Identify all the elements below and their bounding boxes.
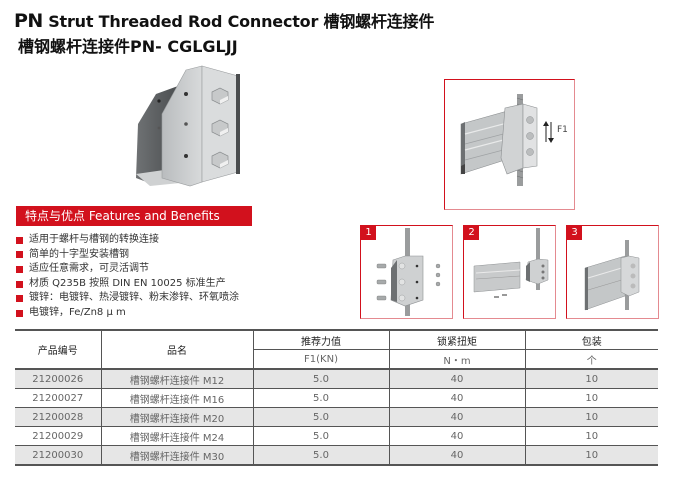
- cell-name: 槽钢螺杆连接件 M30: [100, 445, 253, 466]
- subtitle-cn: 槽钢螺杆连接件: [18, 37, 131, 56]
- feature-item: 适用于螺杆与槽钢的转换连接: [16, 233, 239, 248]
- page-subtitle: 槽钢螺杆连接件PN- CGLGLJJ: [18, 33, 238, 57]
- brand-prefix: PN: [14, 10, 43, 32]
- cell-torque: 40: [388, 388, 525, 408]
- cell-force: 5.0: [252, 445, 389, 466]
- unit-package: 个: [524, 349, 658, 370]
- bullet-square-icon: [16, 251, 23, 259]
- cell-code: 21200029: [15, 426, 101, 446]
- cell-code: 21200026: [15, 369, 101, 389]
- bullet-square-icon: [16, 309, 23, 317]
- feature-item: 简单的十字型安装槽钢: [16, 248, 239, 263]
- header-package: 包装: [524, 329, 658, 350]
- cell-code: 21200027: [15, 388, 101, 408]
- step-1-image: 1: [360, 225, 453, 319]
- features-list: 适用于螺杆与槽钢的转换连接 简单的十字型安装槽钢 适应任意需求，可灵活调节 材质…: [16, 233, 239, 321]
- title-en: Strut Threaded Rod Connector: [48, 12, 319, 31]
- table-row: 21200029 槽钢螺杆连接件 M24 5.0 40 10: [15, 426, 658, 446]
- table-row: 21200028 槽钢螺杆连接件 M20 5.0 40 10: [15, 407, 658, 427]
- cell-package: 10: [524, 426, 658, 446]
- table-units-row: F1(KN) N・m 个: [15, 349, 658, 370]
- step-number-badge: 1: [361, 226, 376, 240]
- header-product-code: 产品编号: [15, 329, 101, 370]
- feature-item: 电镀锌，Fe/Zn8 μ m: [16, 306, 239, 321]
- step-number-badge: 2: [464, 226, 479, 240]
- force-arrows-icon: [543, 121, 554, 143]
- table-row: 21200026 槽钢螺杆连接件 M12 5.0 40 10: [15, 369, 658, 389]
- bullet-square-icon: [16, 265, 23, 273]
- cell-force: 5.0: [252, 407, 389, 427]
- installed-diagram: F1: [444, 79, 575, 210]
- spec-table: 产品编号 品名 推荐力值 锁紧扭矩 包装 F1(KN) N・m 个 212000…: [15, 329, 658, 466]
- feature-item: 镀锌：电镀锌、热浸镀锌、粉末渗锌、环氧喷涂: [16, 291, 239, 306]
- unit-torque: N・m: [388, 349, 525, 370]
- model-code: PN- CGLGLJJ: [130, 37, 238, 56]
- header-torque: 锁紧扭矩: [388, 329, 525, 350]
- page-title: PN Strut Threaded Rod Connector 槽钢螺杆连接件: [14, 8, 434, 32]
- cell-package: 10: [524, 407, 658, 427]
- cell-torque: 40: [388, 407, 525, 427]
- force-label: F1: [557, 125, 568, 135]
- product-image: [128, 56, 254, 191]
- cell-package: 10: [524, 388, 658, 408]
- header-force: 推荐力值: [252, 329, 389, 350]
- table-row: 21200030 槽钢螺杆连接件 M30 5.0 40 10: [15, 445, 658, 466]
- cell-package: 10: [524, 369, 658, 389]
- cell-torque: 40: [388, 369, 525, 389]
- title-cn: 槽钢螺杆连接件: [323, 12, 435, 31]
- cell-package: 10: [524, 445, 658, 466]
- feature-item: 材质 Q235B 按照 DIN EN 10025 标准生产: [16, 277, 239, 292]
- cell-name: 槽钢螺杆连接件 M24: [100, 426, 253, 446]
- bullet-square-icon: [16, 295, 23, 303]
- step-number-badge: 3: [567, 226, 582, 240]
- table-header-row: 产品编号 品名 推荐力值 锁紧扭矩 包装: [15, 329, 658, 370]
- bullet-square-icon: [16, 236, 23, 244]
- cell-force: 5.0: [252, 426, 389, 446]
- cell-code: 21200030: [15, 445, 101, 466]
- feature-item: 适应任意需求，可灵活调节: [16, 262, 239, 277]
- bullet-square-icon: [16, 280, 23, 288]
- features-heading: 特点与优点 Features and Benefits: [16, 206, 252, 226]
- cell-torque: 40: [388, 426, 525, 446]
- cell-name: 槽钢螺杆连接件 M16: [100, 388, 253, 408]
- cell-force: 5.0: [252, 369, 389, 389]
- cell-code: 21200028: [15, 407, 101, 427]
- step-3-image: 3: [566, 225, 659, 319]
- cell-torque: 40: [388, 445, 525, 466]
- cell-name: 槽钢螺杆连接件 M20: [100, 407, 253, 427]
- unit-force: F1(KN): [252, 349, 389, 370]
- header-product-name: 品名: [100, 329, 253, 370]
- step-2-image: 2: [463, 225, 556, 319]
- cell-name: 槽钢螺杆连接件 M12: [100, 369, 253, 389]
- table-row: 21200027 槽钢螺杆连接件 M16 5.0 40 10: [15, 388, 658, 408]
- cell-force: 5.0: [252, 388, 389, 408]
